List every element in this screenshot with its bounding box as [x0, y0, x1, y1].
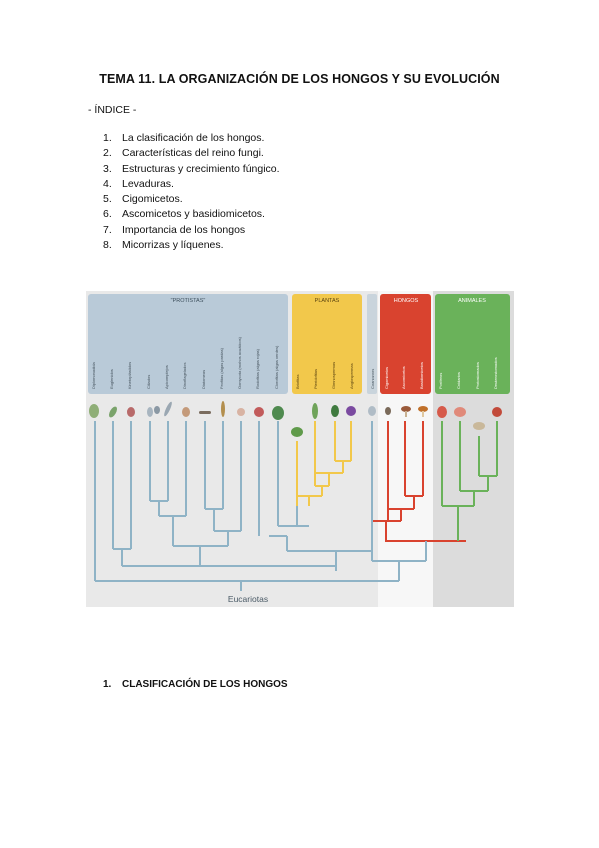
taxon-label: Cigomicetos [384, 367, 389, 389]
index-label: - ÍNDICE - [88, 104, 137, 116]
taxon-label: Oomycota (mohos acuáticos) [237, 336, 242, 389]
organism-illustration [237, 408, 245, 416]
organism-illustration [405, 411, 407, 417]
organism-illustration [312, 403, 318, 419]
tree-branches-protists [94, 421, 297, 581]
taxon-label: Basidiomicetos [419, 362, 424, 389]
coanozoa-panel [367, 294, 377, 394]
section-title: CLASIFICACIÓN DE LOS HONGOS [122, 679, 288, 690]
protists-panel [88, 294, 288, 394]
taxon-label: Diatomeas [201, 370, 206, 389]
taxon-label: Clorofitas (algas verdes) [274, 345, 279, 389]
taxon-label: Dinoflagelados [182, 363, 187, 389]
protists-group-label: "PROTISTAS" [171, 298, 206, 304]
organism-illustration [221, 401, 225, 417]
eukaryote-phylogeny-figure: "PROTISTAS" PLANTAS HONGOS ANIMALES Dipl… [86, 291, 514, 607]
tree-branches-root [95, 421, 427, 591]
organism-illustrations [89, 401, 502, 437]
organism-illustration [418, 406, 428, 412]
taxon-label: Ciliados [146, 375, 151, 389]
taxon-label: Coanozoos [370, 369, 375, 389]
organism-illustration [272, 406, 284, 420]
organism-illustration [164, 401, 172, 417]
organism-illustration [422, 411, 424, 417]
toc-item: 1. La clasificación de los hongos. [103, 131, 280, 146]
toc-text: Levaduras. [122, 177, 174, 190]
toc-text: La clasificación de los hongos. [122, 132, 265, 144]
toc-text: Importancia de los hongos [122, 223, 246, 236]
toc-text: Estructuras y crecimiento fúngico. [122, 162, 280, 175]
toc-number: 6. [103, 208, 112, 221]
taxon-label: Euglenidos [109, 369, 114, 389]
taxon-label: Gimnospermas [331, 362, 336, 389]
taxon-label: Kinetoplástidos [127, 362, 132, 389]
toc-item: 7. Importancia de los hongos [103, 223, 280, 238]
taxon-label: Cnidarios [456, 372, 461, 389]
taxon-label: Ascomicetos [401, 366, 406, 389]
tree-branches-animals [441, 421, 498, 541]
toc-number: 7. [103, 223, 112, 236]
toc-item: 6. Ascomicetos y basidiomicetos. [103, 207, 280, 222]
eukaryotes-root-label: Eucariotas [228, 594, 268, 604]
taxon-label: Deuterostomados [493, 357, 498, 389]
fungi-panel [380, 294, 431, 394]
organism-illustration [492, 407, 502, 417]
animals-panel [435, 294, 510, 394]
document-title: TEMA 11. LA ORGANIZACIÓN DE LOS HONGOS Y… [99, 72, 500, 86]
taxon-label: Pteridofitas [313, 369, 318, 389]
table-of-contents: 1. La clasificación de los hongos. 2. Cara… [103, 131, 280, 253]
plants-group-label: PLANTAS [315, 298, 340, 304]
organism-illustration [109, 406, 117, 418]
organism-illustration [154, 406, 160, 414]
organism-illustration [199, 411, 211, 414]
plants-panel [292, 294, 362, 394]
organism-illustration [89, 404, 99, 418]
organism-illustration [385, 407, 391, 415]
fungi-group-label: HONGOS [394, 298, 419, 304]
organism-illustration [147, 407, 153, 417]
taxon-label: Rodofitas (algas rojas) [255, 348, 260, 389]
tree-branches-plants [296, 421, 352, 506]
toc-text: Cigomicetos. [122, 193, 183, 206]
toc-number: 3. [103, 162, 112, 175]
toc-item: 3. Estructuras y crecimiento fúngico. [103, 162, 280, 177]
organism-illustration [182, 407, 190, 417]
tree-branches-fungi [372, 421, 466, 542]
organism-illustration [346, 406, 356, 416]
organism-illustration [437, 406, 447, 418]
taxon-label: Protostomados [475, 362, 480, 389]
taxon-label: Feofitas (algas pardas) [219, 347, 224, 389]
toc-item: 2. Características del reino fungi. [103, 146, 280, 161]
toc-number: 2. [103, 147, 112, 160]
organism-illustration [254, 407, 264, 417]
taxon-label: Angiospermas [349, 363, 354, 389]
toc-item: 5. Cigomicetos. [103, 192, 280, 207]
organism-illustration [454, 407, 466, 417]
taxon-label: Briofitas [295, 375, 300, 389]
section-number: 1. [103, 679, 112, 690]
organism-illustration [473, 422, 485, 430]
taxon-label: Diplomonadida [91, 362, 96, 389]
taxon-label: Poríferos [438, 373, 443, 389]
organism-illustration [331, 405, 339, 417]
taxon-label: Apicomplejos [164, 365, 169, 389]
toc-number: 1. [103, 132, 112, 144]
organism-illustration [291, 427, 303, 437]
taxa-labels: Diplomonadida Euglenidos Kinetoplástidos… [91, 336, 498, 389]
toc-number: 4. [103, 177, 112, 190]
toc-text: Ascomicetos y basidiomicetos. [122, 208, 265, 221]
organism-illustration [127, 407, 135, 417]
toc-number: 5. [103, 193, 112, 206]
toc-text: Micorrizas y líquenes. [122, 239, 224, 252]
organism-illustration [401, 406, 411, 412]
toc-text: Características del reino fungi. [122, 147, 264, 160]
organism-illustration [368, 406, 376, 416]
animals-group-label: ANIMALES [458, 298, 486, 304]
section-heading: 1. CLASIFICACIÓN DE LOS HONGOS [103, 679, 288, 690]
toc-number: 8. [103, 239, 112, 252]
toc-item: 4. Levaduras. [103, 177, 280, 192]
toc-item: 8. Micorrizas y líquenes. [103, 238, 280, 253]
